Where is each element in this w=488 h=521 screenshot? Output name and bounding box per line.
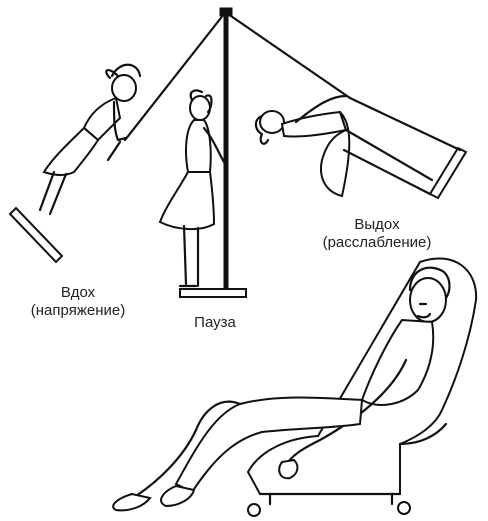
label-pause-title: Пауза	[170, 314, 260, 332]
label-exhale-subtitle: (расслабление)	[292, 234, 462, 252]
label-pause: Пауза	[170, 314, 260, 332]
label-exhale: Выдох (расслабление)	[292, 216, 462, 252]
swing-pole	[220, 8, 232, 292]
label-exhale-title: Выдох	[292, 216, 462, 234]
label-inhale-title: Вдох	[8, 284, 148, 302]
label-inhale: Вдох (напряжение)	[8, 284, 148, 320]
swing-rope-right	[228, 14, 350, 98]
figure-exhale-woman	[256, 96, 432, 196]
label-inhale-subtitle: (напряжение)	[8, 302, 148, 320]
figure-inhale-woman	[40, 65, 140, 214]
figure-pause-woman	[160, 90, 224, 286]
swing-base-plate	[180, 289, 246, 297]
